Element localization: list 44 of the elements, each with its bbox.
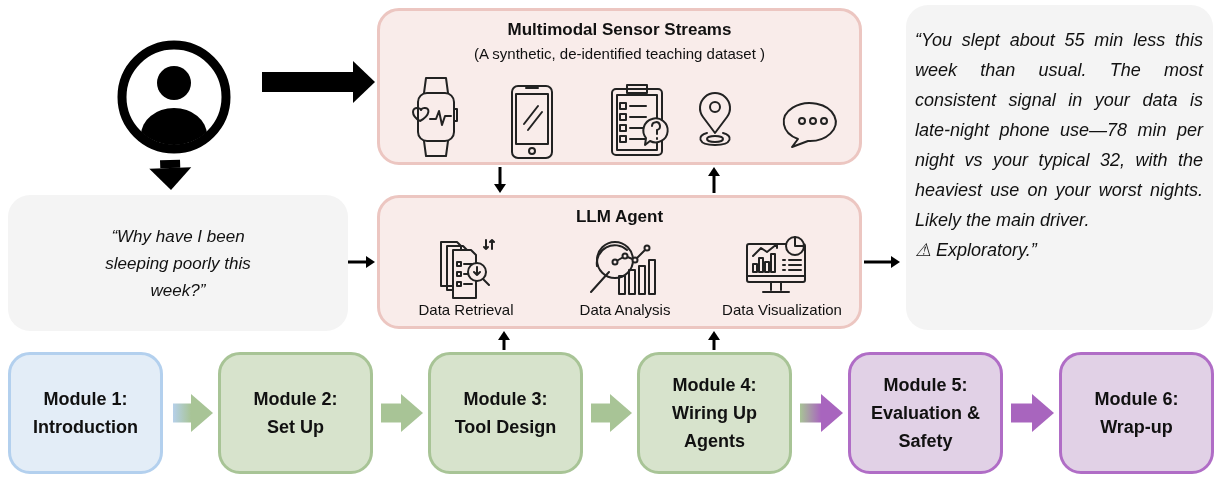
arrow <box>494 167 506 193</box>
tool-label: Data Retrieval <box>418 301 514 318</box>
module-number: Module 1: <box>43 388 128 411</box>
module-number: Module 2: <box>253 388 338 411</box>
module-number: Module 6: <box>1094 388 1179 411</box>
module-number: Module 5: <box>883 374 968 397</box>
box-title: LLM Agent <box>575 207 664 227</box>
block-arrow <box>1011 394 1054 432</box>
arrow <box>864 256 900 268</box>
panel-box <box>377 8 862 165</box>
module-name: Set Up <box>267 416 324 439</box>
arrow <box>708 331 720 350</box>
block-arrow <box>591 394 632 432</box>
arrow <box>498 331 510 350</box>
tool-label: Data Visualization <box>722 301 842 318</box>
module-number: Module 3: <box>463 388 548 411</box>
block-arrow <box>381 394 423 432</box>
arrow <box>708 167 720 193</box>
block-arrow <box>262 61 375 103</box>
tool-label: Data Analysis <box>579 301 671 318</box>
module-box <box>1059 352 1214 474</box>
block-arrow <box>173 394 213 432</box>
box-title: Multimodal Sensor Streams <box>507 20 732 40</box>
module-name: Wrap-up <box>1100 416 1173 439</box>
module-box <box>8 352 163 474</box>
speech-box <box>8 195 348 331</box>
note-text: ⚠ Exploratory.” <box>915 239 1039 262</box>
module-box <box>637 352 792 474</box>
module-box <box>218 352 373 474</box>
person-icon <box>117 40 231 154</box>
module-name: Introduction <box>33 416 138 439</box>
question-text: “Why have I been sleeping poorly this week?” <box>104 225 252 302</box>
subtitle: (A synthetic, de-identified teaching dataset ) <box>474 45 765 62</box>
module-name: Wiring Up Agents <box>671 402 758 453</box>
answer-text: “You slept about 55 min less this week than usual. The most consistent signal in your data is late-night phone use—78 min per night vs your typical 32, with the heaviest use on your worst nights. Likely the main driver. <box>915 29 1203 232</box>
block-arrow <box>800 394 843 432</box>
module-box <box>428 352 583 474</box>
module-name: Tool Design <box>454 416 557 439</box>
panel-box <box>377 195 862 329</box>
block-arrow <box>149 159 192 190</box>
arrow <box>348 256 375 268</box>
module-box <box>848 352 1003 474</box>
module-name: Evaluation & Safety <box>870 402 981 453</box>
module-number: Module 4: <box>672 374 757 397</box>
